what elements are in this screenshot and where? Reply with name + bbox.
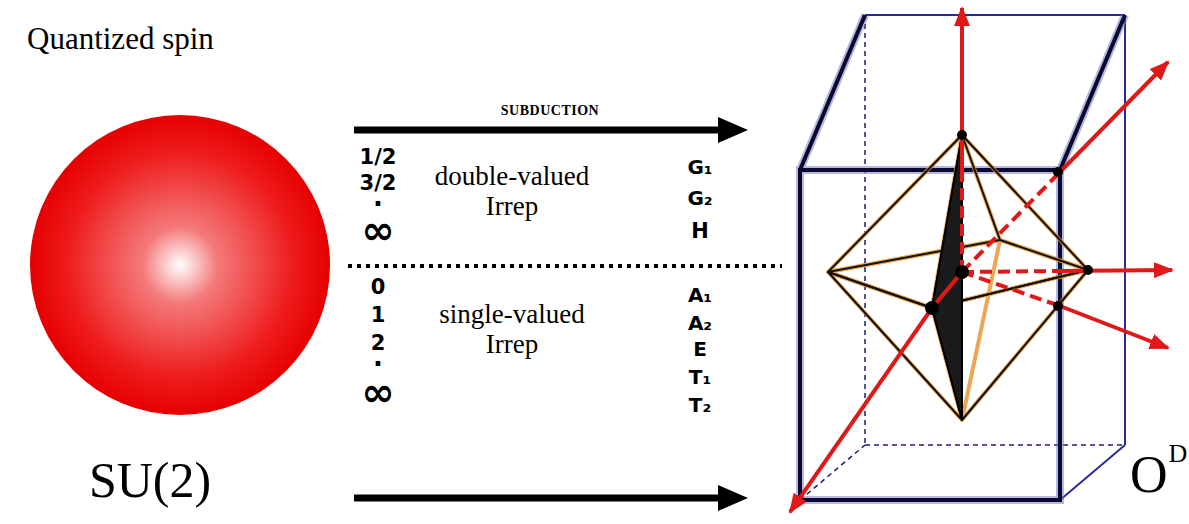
irrep-name: G₁ (687, 156, 712, 178)
irrep-name: E (693, 338, 707, 360)
irrep-name: T₁ (689, 366, 711, 388)
vertex-dots (925, 130, 1093, 315)
spin-value: ∞ (361, 208, 394, 252)
octahedron (828, 135, 1088, 420)
irrep-name: A₂ (688, 312, 712, 334)
irrep-name: T₂ (689, 394, 711, 416)
subduction-arrow (354, 127, 728, 134)
spin-value: 1 (371, 304, 386, 327)
spin-value: 0 (371, 276, 386, 299)
edge-label: SUBDUCTION (498, 103, 602, 118)
dotted-divider (348, 264, 782, 268)
point-group-node: OD (750, 0, 1185, 524)
irrep-description: single-valued Irrep (417, 300, 607, 359)
irrep-name: A₁ (688, 284, 712, 306)
group-name: O (1130, 446, 1168, 503)
irrep-name: H (691, 220, 709, 243)
spin-value: 1/2 (360, 146, 397, 169)
subduction-arrow (354, 495, 728, 502)
spin-value: ∞ (361, 370, 394, 414)
irrep-description: double-valued Irrep (417, 162, 607, 221)
spin-group-node: Quantized spinSU(2) (5, 8, 350, 518)
group-superscript: D (1169, 440, 1188, 469)
symmetry-axes (790, 8, 1172, 512)
irrep-name: G₂ (687, 187, 712, 209)
spin-sphere (30, 115, 330, 415)
group-name: SU(2) (89, 453, 211, 508)
heading-text: Quantized spin (27, 22, 214, 56)
